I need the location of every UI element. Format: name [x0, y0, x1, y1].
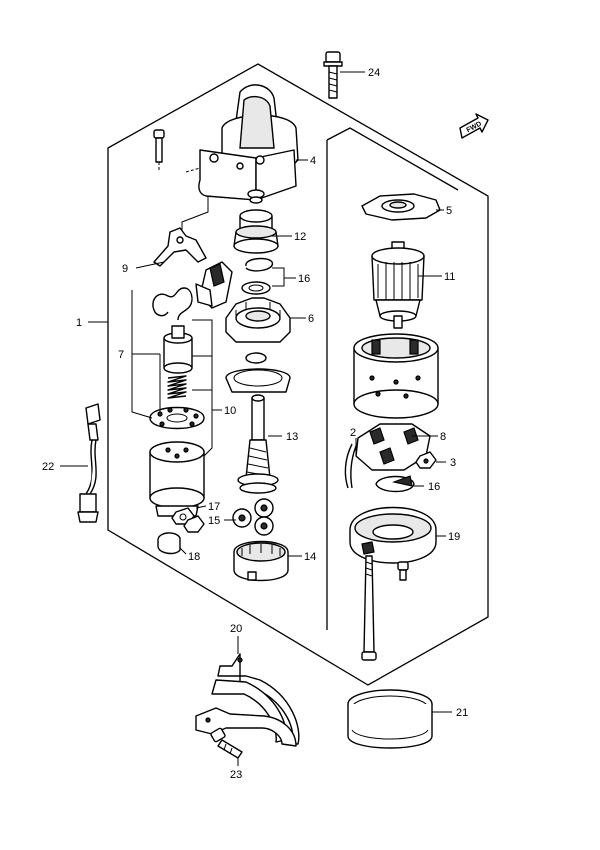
callout-19: 19 — [448, 531, 460, 543]
brush-holder-8 — [344, 423, 431, 489]
bolt-left-top — [153, 129, 165, 163]
brush-plate-10 — [149, 406, 205, 430]
callout-13: 13 — [286, 431, 298, 443]
bolt-right-small — [397, 561, 409, 581]
callout-1: 1 — [76, 317, 82, 329]
solenoid-plunger — [163, 325, 193, 374]
internal-gear-14 — [233, 540, 289, 582]
solenoid-body — [149, 441, 205, 517]
bolt-23 — [210, 727, 243, 759]
end-plate-5 — [361, 193, 441, 221]
callout-17: 17 — [208, 501, 220, 513]
callout-8: 8 — [440, 431, 446, 443]
callout-21: 21 — [456, 707, 468, 719]
inner-frame-right — [326, 127, 459, 630]
end-cover-19 — [349, 506, 437, 564]
pinion-clutch-12 — [233, 189, 279, 254]
callout-14: 14 — [304, 551, 316, 563]
callout-18: 18 — [188, 551, 200, 563]
gasket-ring — [225, 368, 291, 393]
callout-11: 11 — [444, 271, 455, 283]
shift-lever-9 — [153, 227, 207, 267]
callout-2: 2 — [350, 427, 356, 439]
assembly-frame — [107, 63, 489, 686]
return-spring — [167, 375, 187, 399]
nut-3 — [415, 451, 437, 469]
callout-5: 5 — [446, 205, 452, 217]
bolt-24 — [323, 51, 343, 99]
band-20 — [195, 653, 300, 747]
planet-gears-15 — [232, 498, 274, 536]
callout-6: 6 — [308, 313, 314, 325]
callout-12: 12 — [294, 231, 306, 243]
washer-center — [245, 352, 267, 364]
callout-10: 10 — [224, 405, 236, 417]
through-bolt — [361, 555, 377, 661]
nut-small — [183, 515, 205, 533]
callout-24: 24 — [368, 67, 380, 79]
spring-clip — [152, 287, 193, 321]
fwd-arrow-icon: FWD — [459, 113, 489, 139]
callout-20: 20 — [230, 623, 242, 635]
armature-11 — [371, 241, 425, 329]
drive-shaft-13 — [237, 394, 279, 494]
lead-wire-22 — [77, 403, 101, 523]
callout-7: 7 — [118, 349, 124, 361]
callout-3: 3 — [450, 457, 456, 469]
yoke-frame — [353, 333, 439, 419]
ring-21 — [347, 689, 433, 749]
callout-9: 9 — [122, 263, 128, 275]
callout-23: 23 — [230, 769, 242, 781]
drive-housing-4 — [198, 84, 299, 201]
callout-15: 15 — [208, 515, 220, 527]
planet-carrier-cover-6 — [225, 297, 291, 343]
callout-22: 22 — [42, 461, 54, 473]
callout-16-lower: 16 — [428, 481, 440, 493]
washer-16-lower — [375, 475, 415, 493]
stop-ring-16-upper — [241, 257, 273, 295]
callout-4: 4 — [310, 155, 316, 167]
fwd-label: FWD — [466, 121, 483, 135]
clip-18 — [157, 532, 181, 555]
plunger-yoke — [195, 261, 233, 309]
callout-16-upper: 16 — [298, 273, 310, 285]
